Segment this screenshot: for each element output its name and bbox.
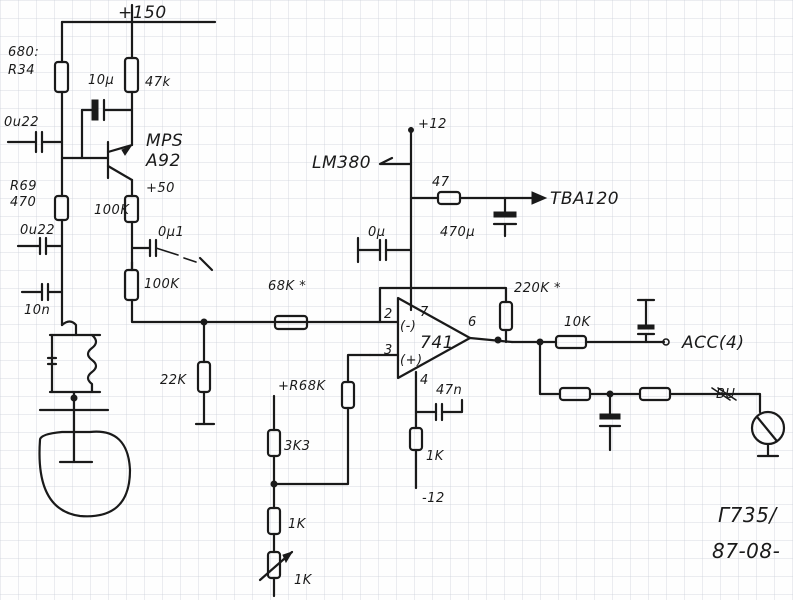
label-470u: 470µ (440, 225, 475, 240)
label-10k: 10K (564, 315, 592, 330)
opamp-pin4: 4 (420, 373, 429, 388)
label-3k3: 3K3 (284, 439, 311, 454)
label-10u: 10µ (88, 73, 114, 88)
resistor-100k-lower (123, 260, 380, 324)
capacitor-0u22-top (6, 130, 64, 154)
label-22k: 22K (160, 373, 188, 388)
label-bu: BU (716, 387, 735, 402)
opamp-minus: (-) (400, 319, 416, 334)
supply-rail-plus12 (378, 126, 414, 312)
label-47-ohm: 47 (432, 175, 450, 190)
label-r34-value: 680: (8, 45, 39, 60)
label-47k: 47k (145, 75, 171, 90)
label-r34-ref: R34 (8, 63, 35, 78)
resistor-r69 (53, 156, 70, 327)
label-0u1: 0µ1 (158, 225, 184, 240)
label-10n: 10n (24, 303, 50, 318)
label-0u22-mid: 0u22 (20, 223, 55, 238)
label-plus50: +50 (146, 181, 175, 196)
resistor-r34 (53, 20, 70, 160)
label-tba120: TBA120 (550, 189, 619, 209)
label-100k-upper: 100K (94, 203, 130, 218)
label-drawing-number: Γ735/ (718, 503, 778, 527)
capacitor-10u (80, 98, 134, 160)
label-0u22-top: 0u22 (4, 115, 39, 130)
label-lm380: LM380 (312, 153, 371, 173)
label-a92: A92 (145, 151, 181, 171)
resistor-47k (123, 20, 140, 147)
label-1k-bottom: 1K (288, 517, 307, 532)
opamp-pin6: 6 (468, 315, 477, 330)
crt-tube (38, 408, 132, 518)
opamp-741 (368, 296, 514, 380)
label-r69-value: 470 (10, 195, 36, 210)
resistor-68k-input (273, 314, 309, 331)
opamp-plus: (+) (400, 353, 423, 368)
resistor-22k (194, 318, 216, 426)
label-r68k: +R68K (278, 379, 326, 394)
label-minus12: -12 (422, 491, 445, 506)
resistor-100k-upper (123, 178, 140, 272)
negative-supply-chain (408, 370, 464, 490)
label-date: 87-08- (712, 539, 780, 563)
label-mps: MPS (146, 131, 183, 151)
label-0u: 0µ (368, 225, 386, 240)
opamp-pin2: 2 (384, 307, 393, 322)
capacitor-0u22-mid (16, 236, 64, 256)
transistor-mps-a92 (60, 140, 134, 182)
label-r69-ref: R69 (10, 179, 37, 194)
supply-rail-150 (60, 3, 217, 24)
opamp-name: 741 (420, 333, 454, 353)
label-plus12: +12 (418, 117, 447, 132)
opamp-pin3: 3 (384, 343, 393, 358)
label-100k-lower: 100K (144, 277, 180, 292)
label-1k-pin4: 1K (426, 449, 445, 464)
filter-47-470u (409, 190, 548, 238)
resistor-220k-feedback (378, 286, 514, 344)
capacitor-10n (20, 282, 64, 302)
meter-branch (538, 340, 786, 458)
bias-divider (258, 353, 372, 598)
label-acc4: ACC(4) (681, 333, 744, 353)
opamp-pin7: 7 (420, 305, 429, 320)
capacitor-0u (356, 236, 413, 264)
capacitor-0u1 (130, 238, 214, 272)
label-pot-1k: 1K (294, 573, 313, 588)
label-47n: 47n (436, 383, 462, 398)
output-network (510, 298, 670, 350)
label-68k-input: 68K * (268, 279, 306, 294)
lc-tank (46, 320, 102, 412)
label-supply-150: +150 (118, 3, 167, 23)
label-220k: 220K * (514, 281, 561, 296)
